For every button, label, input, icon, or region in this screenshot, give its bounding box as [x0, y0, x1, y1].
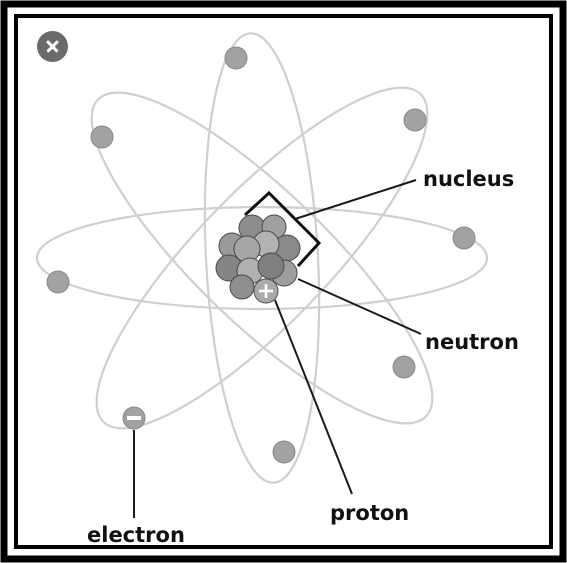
electron-2	[90, 125, 114, 149]
close-button[interactable]	[37, 31, 68, 62]
nucleon	[229, 274, 255, 300]
proton-leader-line	[274, 299, 353, 495]
nucleus-bracket	[243, 190, 322, 268]
plus-sign-icon	[259, 284, 273, 298]
inner-frame	[14, 14, 553, 549]
electron-7	[272, 440, 296, 464]
neutron-label: neutron	[425, 330, 519, 354]
electron-3	[403, 108, 427, 132]
electron-label: electron	[87, 523, 185, 547]
proton-label: proton	[330, 501, 410, 525]
labelled-electron	[122, 406, 146, 430]
leader-lines	[133, 179, 422, 518]
nucleus	[215, 214, 301, 304]
minus-sign-icon	[127, 416, 141, 420]
electron-4	[452, 226, 476, 250]
orbit-diagonal-up	[95, 86, 429, 430]
electron-5	[46, 270, 70, 294]
labelled-proton	[253, 278, 279, 304]
electron-1	[224, 46, 248, 70]
electron-6	[392, 355, 416, 379]
electrons	[46, 46, 476, 464]
neutron-leader-line	[297, 278, 422, 335]
orbit-diagonal-down	[90, 91, 434, 425]
nucleus-leader-line	[294, 179, 417, 220]
orbit-vertical	[203, 32, 321, 484]
nucleus-label: nucleus	[423, 167, 515, 191]
orbit-horizontal	[35, 205, 489, 311]
nucleon	[257, 252, 285, 280]
orbits	[35, 32, 489, 484]
